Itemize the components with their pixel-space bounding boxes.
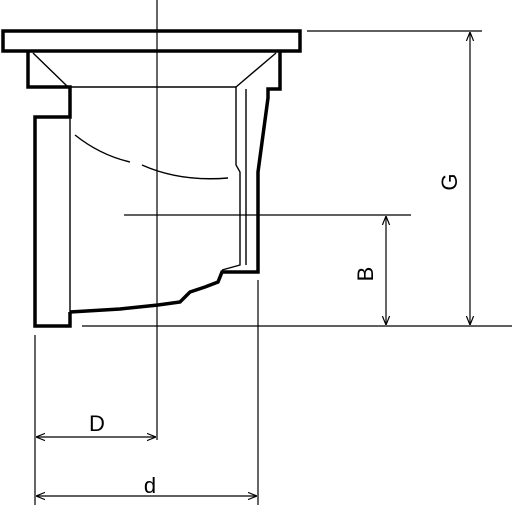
inner-contour: [32, 52, 277, 312]
d-large-label: d: [144, 473, 156, 498]
part-outline: [1, 29, 302, 328]
right-inner-wall: [221, 87, 241, 271]
d-small-label: D: [89, 411, 105, 436]
dimensions: [36, 32, 470, 496]
right-inner-taper: [235, 52, 277, 88]
hidden-curve-lower: [141, 164, 229, 180]
flange-outline: [1, 29, 302, 53]
b-label: B: [353, 267, 378, 282]
dimension-labels: G B D d: [89, 173, 462, 498]
reference-lines: [34, 0, 512, 505]
right-wall-outline: [69, 51, 282, 314]
g-label: G: [437, 173, 462, 190]
left-inner-taper: [32, 52, 69, 88]
left-wall-outline: [26, 51, 72, 328]
hidden-curve-upper: [74, 134, 131, 163]
